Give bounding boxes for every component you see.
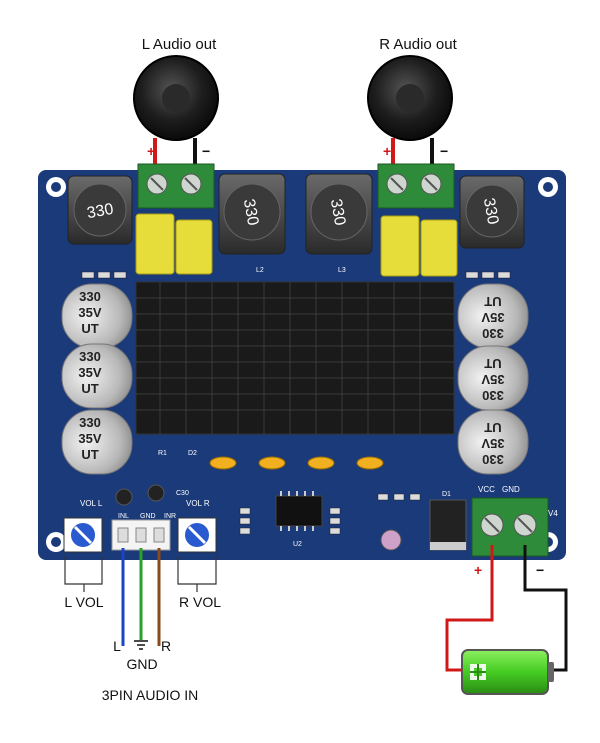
inductor-4-text: 330: [480, 197, 501, 226]
silk-r1: R1: [158, 450, 167, 457]
right-vol-bracket: [177, 556, 217, 585]
cap-left-2-line2: 35V: [78, 365, 101, 380]
left-minus-sign: −: [202, 143, 210, 159]
cap-right-1-line3: UT: [484, 294, 501, 309]
silk-c30: C30: [176, 490, 189, 497]
inductor-1-text: 330: [86, 201, 115, 222]
cap-left-2-line1: 330: [79, 349, 101, 364]
left-vol-bracket: [64, 556, 103, 585]
silk-d2: D2: [188, 450, 197, 457]
cap-right-2-line3: UT: [484, 356, 501, 371]
small-orange-capacitors: [209, 456, 384, 470]
input-cap-2: [147, 484, 165, 502]
inductor-3-text: 330: [327, 198, 348, 227]
small-cap-c34: [380, 529, 402, 551]
electrolytic-cap-right-2: 330 35V UT: [457, 345, 529, 411]
left-speaker: [133, 55, 219, 141]
inductor-1: 330: [67, 175, 133, 245]
r-vol-label: R VOL: [179, 594, 221, 610]
heatsink: [135, 281, 455, 435]
silk-inl: INL: [118, 513, 129, 520]
electrolytic-cap-left-3: 330 35V UT: [61, 409, 133, 475]
inductor-4: 330: [459, 175, 525, 249]
silk-v4: V4: [548, 509, 558, 518]
ground-symbol: [134, 640, 148, 650]
l-vol-label: L VOL: [64, 594, 103, 610]
audio-input-header: [111, 519, 171, 551]
smd-components: [81, 271, 511, 535]
cap-left-1-line1: 330: [79, 289, 101, 304]
power-wire-positive: [445, 545, 494, 672]
cap-right-1-line1: 330: [482, 326, 504, 341]
power-minus-sign: −: [536, 562, 544, 578]
left-plus-sign: +: [147, 143, 155, 159]
silk-u2: U2: [293, 541, 302, 548]
cap-right-2-line2: 35V: [481, 372, 504, 387]
gnd-label: GND: [126, 656, 157, 672]
left-output-terminal: [137, 163, 215, 209]
silk-gnd: GND: [140, 513, 156, 520]
silk-vol-r: VOL R: [186, 499, 210, 508]
power-wire-negative: [523, 545, 568, 672]
silk-inr: INR: [164, 513, 176, 520]
cap-left-2-line3: UT: [81, 381, 98, 396]
silk-l3: L3: [338, 267, 346, 274]
silk-gnd-power: GND: [502, 485, 520, 494]
silk-vol-l: VOL L: [80, 499, 103, 508]
power-input-terminal: [471, 497, 549, 557]
audio-in-label: 3PIN AUDIO IN: [102, 687, 198, 703]
input-cap-1: [115, 488, 133, 506]
op-amp-ic: [275, 491, 323, 531]
cap-right-2-line1: 330: [482, 388, 504, 403]
inductor-2: 330: [218, 173, 286, 255]
right-plus-sign: +: [383, 143, 391, 159]
right-volume-pot: [177, 517, 217, 553]
electrolytic-cap-left-1: 330 35V UT: [61, 283, 133, 349]
silk-l2: L2: [256, 267, 264, 274]
cap-right-1-line2: 35V: [481, 310, 504, 325]
electrolytic-cap-left-2: 330 35V UT: [61, 343, 133, 409]
inductor-2-text: 330: [240, 198, 261, 227]
cap-left-1-line2: 35V: [78, 305, 101, 320]
left-volume-pot: [63, 517, 103, 553]
pin-l-label: L: [113, 638, 121, 654]
right-output-terminal: [377, 163, 455, 209]
film-capacitors: [135, 213, 458, 277]
cap-left-3-line1: 330: [79, 415, 101, 430]
cap-left-3-line3: UT: [81, 447, 98, 462]
diode-d1: [429, 499, 467, 551]
cap-right-3-line3: UT: [484, 420, 501, 435]
r-audio-out-label: R Audio out: [379, 36, 457, 53]
cap-left-1-line3: UT: [81, 321, 98, 336]
right-speaker: [367, 55, 453, 141]
electrolytic-cap-right-3: 330 35V UT: [457, 409, 529, 475]
l-audio-out-label: L Audio out: [142, 36, 217, 53]
cap-right-3-line2: 35V: [481, 436, 504, 451]
right-minus-sign: −: [440, 143, 448, 159]
silk-vcc: VCC: [478, 485, 495, 494]
battery-icon: [461, 649, 554, 695]
pin-r-label: R: [161, 638, 171, 654]
cap-left-3-line2: 35V: [78, 431, 101, 446]
inductor-3: 330: [305, 173, 373, 255]
electrolytic-cap-right-1: 330 35V UT: [457, 283, 529, 349]
silk-d1: D1: [442, 491, 451, 498]
cap-right-3-line1: 330: [482, 452, 504, 467]
power-plus-sign: +: [474, 562, 482, 578]
